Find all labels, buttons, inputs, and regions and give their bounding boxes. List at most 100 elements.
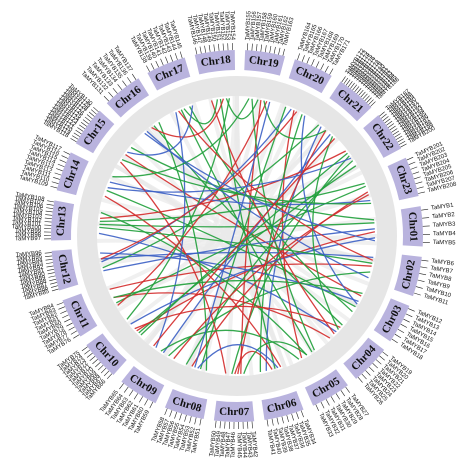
gene-tick [260, 44, 263, 52]
gene-tick [408, 308, 415, 312]
gene-tick [103, 95, 110, 102]
gene-tick [213, 44, 215, 52]
gene-label: TaMYB93 [17, 261, 44, 271]
collinearity-link [101, 108, 292, 263]
gene-tick [184, 414, 187, 422]
background-link [98, 156, 355, 220]
gene-tick [84, 116, 91, 122]
background-link [145, 102, 285, 345]
gene-tick [77, 127, 84, 132]
inner-ring [77, 76, 397, 396]
gene-label: TaMYB40 [271, 428, 282, 455]
gene-tick [82, 119, 89, 125]
gene-label: TaMYB105 [13, 204, 44, 214]
gene-tick [50, 185, 58, 189]
chromosome-block [194, 50, 236, 75]
gene-tick [108, 91, 114, 98]
gene-tick [126, 77, 132, 84]
gene-tick [296, 412, 299, 419]
gene-tick [44, 217, 52, 219]
gene-label: TaMYB96 [16, 250, 43, 258]
gene-tick [103, 370, 110, 377]
gene-label: TaMYB98 [15, 232, 42, 238]
gene-tick [58, 306, 66, 310]
gene-tick [269, 45, 272, 53]
gene-label: TaMYB103 [12, 212, 42, 221]
gene-tick [417, 279, 425, 282]
background-link [191, 102, 287, 369]
gene-tick [341, 76, 346, 83]
gene-tick [59, 159, 67, 163]
chromosome-block [213, 400, 255, 422]
chromosome-block [288, 59, 332, 94]
chromosome-block [373, 298, 410, 342]
gene-tick [335, 393, 341, 400]
gene-label: TaMYB8 [428, 273, 452, 284]
gene-tick [50, 282, 57, 285]
gene-tick [345, 79, 351, 86]
chromosome-blocks: Chr01Chr02Chr03Chr04Chr05Chr06Chr07Chr08… [51, 50, 423, 422]
gene-tick [384, 118, 391, 124]
gene-label: TaMYB148 [196, 13, 207, 44]
chromosome-block [363, 115, 402, 158]
gene-tick [264, 45, 267, 53]
gene-tick [419, 273, 427, 276]
gene-tick [395, 135, 403, 140]
gene-tick [164, 408, 168, 416]
collinearity-link [225, 98, 259, 120]
gene-label: TaMYB5 [433, 240, 457, 247]
gene-tick [84, 349, 91, 355]
gene-tick [66, 322, 73, 327]
gene-tick [46, 203, 54, 206]
gene-tick [169, 54, 173, 62]
gene-tick [356, 88, 362, 94]
chromosome-block [343, 337, 385, 379]
gene-label: TaMYB152 [218, 11, 226, 41]
gene-tick [347, 81, 353, 88]
gene-tick [46, 207, 54, 209]
gene-tick [62, 314, 69, 319]
gene-tick [282, 48, 285, 56]
gene-label: TaMYB153 [223, 11, 230, 41]
gene-tick [398, 140, 406, 145]
gene-tick [70, 330, 78, 335]
gene-tick [174, 411, 178, 419]
gene-tick [50, 285, 58, 288]
gene-tick [370, 101, 376, 107]
gene-label: TaMYB45 [236, 432, 242, 459]
gene-tick [315, 404, 320, 411]
collinearity-link [263, 100, 327, 140]
gene-tick [160, 58, 164, 66]
gene-tick [408, 161, 416, 165]
gene-label: TaMYB92 [17, 265, 44, 275]
gene-tick [90, 109, 97, 115]
gene-tick [144, 399, 149, 406]
gene-label: TaMYB160 [268, 13, 279, 44]
collinearity-link [173, 194, 370, 360]
gene-tick [48, 275, 56, 278]
gene-tick [372, 363, 378, 369]
gene-label: TaMYB155 [245, 10, 253, 40]
collinearity-link [99, 182, 365, 223]
gene-tick [88, 111, 95, 117]
gene-tick [100, 367, 107, 374]
gene-tick [56, 302, 64, 306]
gene-label: TaMYB104 [13, 208, 43, 217]
gene-label: TaMYB89 [20, 275, 47, 287]
gene-label: TaMYB47 [225, 431, 232, 458]
gene-tick [291, 413, 294, 421]
chromosome-block [244, 50, 286, 76]
gene-label: TaMYB46 [230, 431, 236, 458]
gene-tick [218, 43, 220, 51]
gene-tick [368, 366, 375, 373]
gene-tick [56, 168, 63, 172]
gene-tick [165, 56, 169, 64]
gene-tick [47, 200, 55, 203]
gene-tick [189, 416, 192, 424]
chromosome-block [261, 391, 304, 420]
gene-label: TaMYB7 [430, 266, 454, 276]
collinearity-link [113, 292, 331, 339]
collinearity-link [234, 350, 273, 375]
